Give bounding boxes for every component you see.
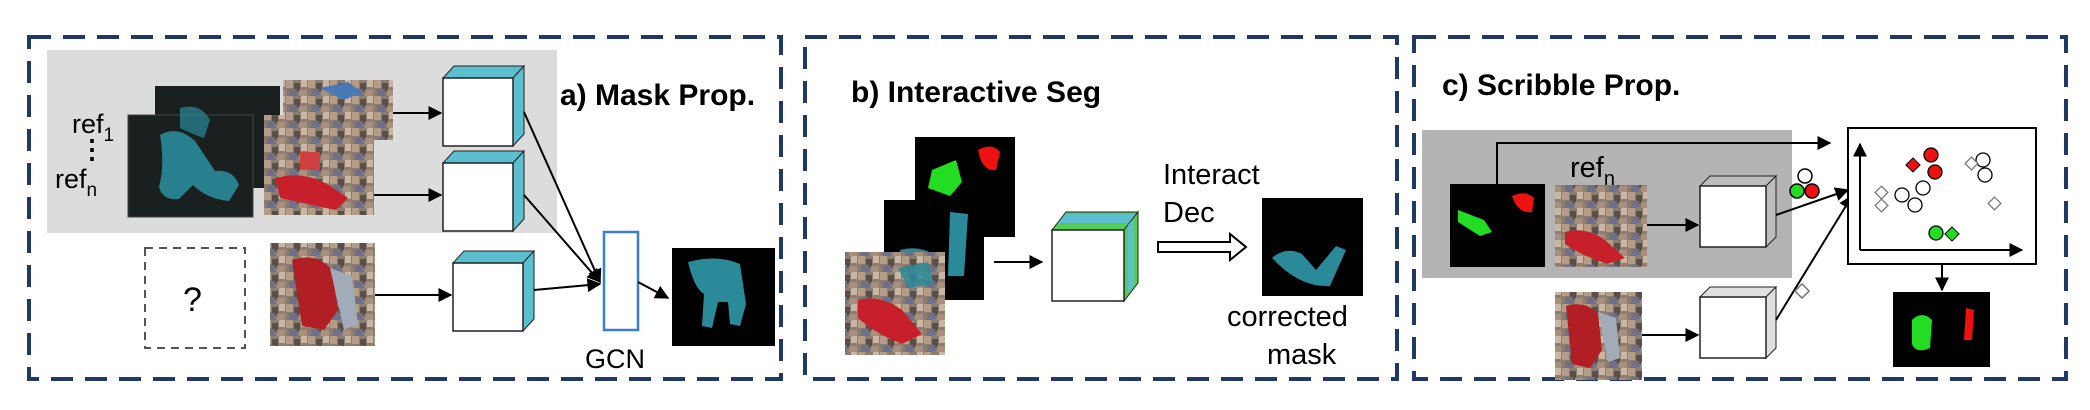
feature-cube: [451, 249, 536, 333]
query-mask-placeholder: [144, 247, 246, 349]
gcn-block: [602, 230, 640, 332]
mask-thumbnail: [672, 248, 775, 346]
arrow: [1775, 187, 1850, 216]
video-frame-thumbnail: [1555, 185, 1647, 267]
arrow: [523, 111, 602, 284]
reference-mask-stack: [127, 86, 280, 218]
panel-c-title: c) Scribble Prop.: [1442, 69, 1680, 102]
mask-thumbnail: [1262, 198, 1363, 296]
feature-cube: [1050, 210, 1140, 303]
scribble-thumbnail: [1450, 184, 1545, 267]
panel-a-frame: [27, 35, 783, 381]
feature-cube: [1698, 174, 1778, 249]
corrected-mask-label-line2: mask: [1267, 339, 1337, 371]
arrow: [1775, 194, 1853, 321]
video-frame-thumbnail: [264, 115, 374, 215]
interact-dec-label-line2: Dec: [1163, 197, 1215, 229]
arrow: [1496, 136, 1832, 184]
feature-cube: [1698, 285, 1778, 360]
ref-n-label: refn: [1570, 152, 1615, 190]
feature-cube: [441, 149, 526, 233]
scribble-thumbnail: [1893, 292, 1990, 367]
vertical-ellipsis: ⋮: [79, 134, 105, 164]
panel-c-scribble-propagation: c) Scribble Prop. refn: [1412, 35, 2068, 381]
embedding-plot: [1847, 127, 2037, 265]
arrow: [637, 281, 670, 299]
video-frame-thumbnail: [1555, 292, 1642, 380]
question-mark: ?: [183, 281, 202, 319]
arrow: [523, 194, 601, 284]
video-frame-thumbnail: [270, 243, 375, 346]
panel-b-interactive-segmentation: b) Interactive Seg Interact Dec: [803, 35, 1399, 381]
panel-a-mask-propagation: ref1 ⋮ refn ?: [27, 35, 783, 381]
corrected-mask-label-line1: corrected: [1227, 301, 1348, 333]
interact-dec-label-line1: Interact: [1163, 159, 1260, 191]
panel-a-title: a) Mask Prop.: [560, 79, 755, 112]
feature-cube: [441, 64, 526, 148]
ref-1-label: ref1: [72, 109, 114, 146]
gcn-label: GCN: [585, 344, 645, 374]
ref-n-label: refn: [55, 164, 97, 201]
arrow: [533, 278, 602, 293]
panel-b-title: b) Interactive Seg: [851, 76, 1101, 109]
panel-b-frame: [803, 35, 1399, 381]
decoder-arrow: [1157, 231, 1248, 263]
video-frame-thumbnail: [845, 252, 945, 355]
panel-c-frame: [1412, 35, 2068, 381]
